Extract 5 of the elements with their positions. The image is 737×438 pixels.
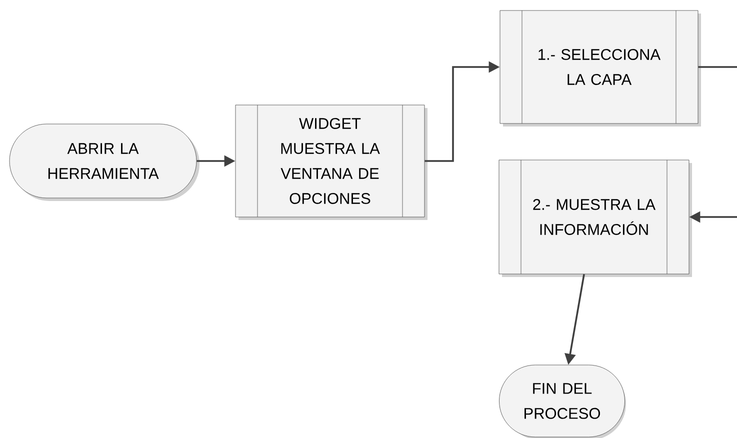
terminal-box: FIN DEL PROCESO xyxy=(499,364,626,438)
process-box: WIDGET MUESTRA LA VENTANA DE OPCIONES xyxy=(235,104,428,220)
process-box: 2.- MUESTRA LA INFORMACIÓN xyxy=(498,160,692,277)
terminal-box: ABRIR LA HERRAMIENTA xyxy=(9,124,200,201)
process-box: 1.- SELECCIONA LA CAPA xyxy=(500,10,701,126)
